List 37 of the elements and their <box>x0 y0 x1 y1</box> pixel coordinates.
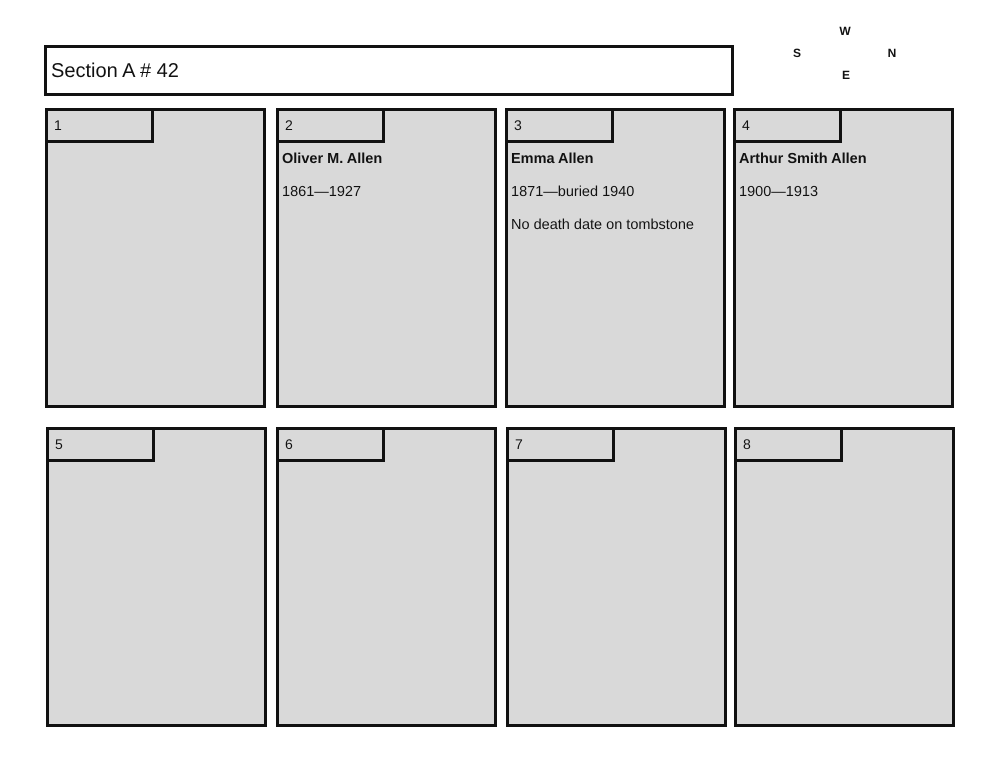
life-dates: 1871—buried 1940 <box>511 183 634 201</box>
title-box <box>44 45 734 96</box>
section-title: Section A # 42 <box>51 58 179 82</box>
person-name: Oliver M. Allen <box>282 150 382 168</box>
plot-number: 8 <box>743 436 751 453</box>
plot-number-tab <box>737 430 843 462</box>
grave-plot <box>46 427 267 727</box>
grave-plot <box>505 108 726 408</box>
grave-plot <box>276 427 497 727</box>
plot-number: 3 <box>514 117 522 134</box>
plot-number: 5 <box>55 436 63 453</box>
life-dates: 1900—1913 <box>739 183 818 201</box>
plot-number: 2 <box>285 117 293 134</box>
compass-direction: E <box>842 68 850 82</box>
plot-number-tab <box>736 111 842 143</box>
plot-number: 1 <box>54 117 62 134</box>
grave-plot <box>506 427 727 727</box>
person-name: Emma Allen <box>511 150 594 168</box>
plot-number-tab <box>509 430 615 462</box>
life-dates: 1861—1927 <box>282 183 362 201</box>
grave-plot <box>734 427 955 727</box>
compass-direction: S <box>793 46 801 60</box>
plot-number-tab <box>48 111 154 143</box>
plot-number: 4 <box>742 117 750 134</box>
person-name: Arthur Smith Allen <box>739 150 867 168</box>
compass-direction: N <box>888 46 896 60</box>
plot-number-tab <box>279 111 385 143</box>
plot-number: 6 <box>285 436 293 453</box>
grave-plot <box>276 108 497 408</box>
compass-direction: W <box>839 24 851 38</box>
plot-number: 7 <box>515 436 523 453</box>
plot-number-tab <box>49 430 155 462</box>
plot-number-tab <box>279 430 385 462</box>
plot-number-tab <box>508 111 614 143</box>
grave-plot <box>733 108 954 408</box>
grave-plot <box>45 108 266 408</box>
plot-note: No death date on tombstone <box>511 216 694 234</box>
